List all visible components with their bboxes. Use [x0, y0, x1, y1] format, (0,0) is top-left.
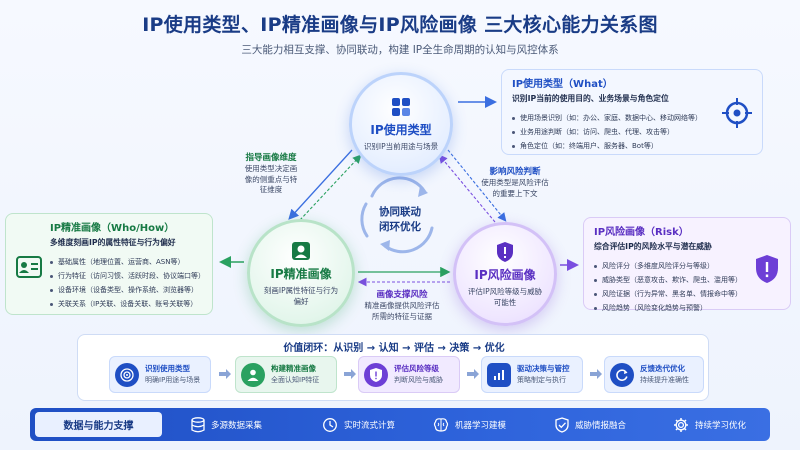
card-list: 风险评分（多维度风险评分与等级） 威胁类型（恶意攻击、欺诈、爬虫、滥用等） 风险…	[594, 259, 780, 315]
edge-usage-to-profile	[288, 149, 353, 220]
card-ip-risk-profile: IP风险画像（Risk） 综合评估IP的风险水平与潜在威胁 风险评分（多维度风险…	[583, 217, 791, 312]
card-desc: 多维度刻画IP的属性特征与行为偏好	[50, 238, 176, 247]
card-title: IP使用类型（What）	[512, 79, 613, 90]
loop-step-risk: 评估风险等级 判断风险与威胁	[358, 356, 460, 393]
footer-item-label: 持续学习优化	[695, 420, 747, 431]
list-item: 业务用途判断（如：访问、爬虫、代理、攻击等）	[512, 125, 752, 139]
list-item: 威胁类型（恶意攻击、欺诈、爬虫、滥用等）	[594, 273, 780, 287]
gear-icon	[674, 417, 688, 432]
loop-step-profile: 构建精准画像 全面认知IP特征	[235, 356, 337, 393]
arrow-right-icon	[344, 369, 356, 379]
footer-item-stream-compute: 实时流式计算	[322, 408, 395, 441]
footer-item-continuous-learning: 持续学习优化	[673, 408, 746, 441]
list-item: 使用场景识别（如：办公、家庭、数据中心、移动网络等）	[512, 111, 752, 125]
card-ip-usage-type: IP使用类型（What） 识别IP当前的使用目的、业务场景与角色定位 使用场景识…	[501, 69, 763, 155]
node-title: IP使用类型	[370, 123, 432, 137]
step-desc: 全面认知IP特征	[271, 376, 320, 384]
list-item: 风险证据（行为异常、黑名单、情报命中等）	[594, 287, 780, 301]
value-loop-title: 价值闭环：从识别 → 认知 → 评估 → 决策 → 优化	[283, 343, 505, 354]
node-ip-profile: IP精准画像 刻画IP属性特征与行为偏好	[247, 219, 355, 327]
list-item: 设备环境（设备类型、操作系统、浏览器等）	[50, 283, 202, 297]
target-icon	[722, 98, 752, 132]
node-desc: 识别IP当前用途与场景	[363, 142, 439, 151]
footer-tag: 数据与能力支撑	[35, 412, 162, 437]
apps-grid-icon	[390, 96, 412, 118]
node-ip-risk-profile: IP风险画像 评估IP风险等级与威胁可能性	[453, 222, 557, 326]
node-ip-usage-type: IP使用类型 识别IP当前用途与场景	[349, 72, 453, 176]
user-profile-icon	[241, 362, 265, 387]
radar-icon	[115, 362, 139, 387]
page-subtitle: 三大能力相互支撑、协同联动，构建 IP全生命周期的认知与风控体系	[241, 44, 559, 56]
list-item: 行为特征（访问习惯、活跃时段、协议端口等）	[50, 269, 205, 283]
arrow-right-icon	[219, 369, 231, 379]
brain-icon	[433, 417, 449, 432]
card-title: IP精准画像（Who/How）	[50, 223, 175, 234]
edge-usage-to-risk	[447, 149, 507, 222]
database-icon	[191, 416, 205, 432]
id-card-icon	[16, 256, 42, 282]
loop-step-decision: 驱动决策与管控 策略制定与执行	[481, 356, 583, 393]
edge-label-support: 画像支撑风险 精准画像提供风险评估所需的特征与证据	[356, 289, 448, 322]
edge-label-desc: 使用类型是风险评估的重要上下文	[481, 178, 549, 198]
card-list: 使用场景识别（如：办公、家庭、数据中心、移动网络等） 业务用途判断（如：访问、爬…	[512, 111, 752, 153]
step-desc: 持续提升准确性	[640, 376, 689, 384]
center-label: 协同联动闭环优化	[360, 205, 440, 235]
page-title: IP使用类型、IP精准画像与IP风险画像 三大核心能力关系图	[142, 14, 658, 36]
arrow-right-icon	[467, 369, 479, 379]
step-name: 评估风险等级	[394, 364, 439, 373]
footer-item-threat-intel: 威胁情报融合	[555, 408, 626, 441]
center-label-text: 协同联动闭环优化	[379, 206, 421, 233]
edge-risk-to-usage	[438, 154, 496, 223]
step-desc: 明确IP用途与场景	[145, 376, 201, 384]
card-ip-profile: IP精准画像（Who/How） 多维度刻画IP的属性特征与行为偏好 基础属性（地…	[5, 213, 213, 315]
footer-item-data-collection: 多源数据采集	[191, 408, 262, 441]
step-name: 构建精准画像	[271, 364, 316, 373]
footer-item-label: 威胁情报融合	[575, 420, 627, 431]
node-desc: 评估IP风险等级与威胁可能性	[467, 286, 543, 307]
footer-item-label: 多源数据采集	[211, 420, 263, 431]
footer-item-label: 机器学习建模	[455, 420, 507, 431]
warning-shield-icon	[754, 254, 780, 288]
step-name: 识别使用类型	[145, 364, 190, 373]
clock-icon	[323, 417, 337, 432]
edge-label-guide: 指导画像维度 使用类型决定画像的侧重点与特征维度	[232, 152, 310, 196]
refresh-icon	[610, 362, 634, 387]
shield-alert-icon	[364, 362, 388, 387]
chart-icon	[487, 362, 511, 387]
step-name: 驱动决策与管控	[517, 364, 570, 373]
arrow-right-icon	[590, 369, 602, 379]
node-title: IP风险画像	[474, 267, 536, 282]
edge-label-impact: 影响风险判断 使用类型是风险评估的重要上下文	[470, 166, 560, 199]
cycle-arrows-icon	[360, 176, 434, 254]
loop-step-feedback: 反馈迭代优化 持续提升准确性	[604, 356, 704, 393]
value-loop-panel: 价值闭环：从识别 → 认知 → 评估 → 决策 → 优化 识别使用类型 明确IP…	[77, 334, 709, 401]
node-title: IP精准画像	[270, 266, 332, 281]
step-name: 反馈迭代优化	[640, 364, 685, 373]
footer-item-label: 实时流式计算	[344, 420, 396, 431]
loop-step-identify: 识别使用类型 明确IP用途与场景	[109, 356, 211, 393]
card-desc: 综合评估IP的风险水平与潜在威胁	[594, 242, 712, 251]
node-desc: 刻画IP属性特征与行为偏好	[263, 285, 339, 306]
footer-item-ml-modeling: 机器学习建模	[433, 408, 506, 441]
edge-label-head: 画像支撑风险	[376, 290, 428, 300]
user-profile-icon	[290, 240, 312, 262]
card-title: IP风险画像（Risk）	[594, 227, 689, 238]
list-item: 关联关系（IP关联、设备关联、账号关联等）	[50, 297, 202, 311]
list-item: 角色定位（如：终端用户、服务器、Bot等）	[512, 139, 752, 153]
list-item: 风险趋势（风险变化趋势与预警）	[594, 301, 780, 315]
card-list: 基础属性（地理位置、运营商、ASN等） 行为特征（访问习惯、活跃时段、协议端口等…	[50, 255, 205, 311]
edge-label-head: 指导画像维度	[245, 153, 297, 163]
list-item: 风险评分（多维度风险评分与等级）	[594, 259, 780, 273]
data-support-bar: 数据与能力支撑 多源数据采集 实时流式计算 机器学习建模 威胁情报融合	[30, 408, 770, 441]
card-desc: 识别IP当前的使用目的、业务场景与角色定位	[512, 94, 669, 103]
edge-label-head: 影响风险判断	[489, 167, 541, 177]
edge-label-desc: 精准画像提供风险评估所需的特征与证据	[364, 301, 440, 321]
step-desc: 判断风险与威胁	[394, 376, 443, 384]
list-item: 基础属性（地理位置、运营商、ASN等）	[50, 255, 202, 269]
step-desc: 策略制定与执行	[517, 376, 566, 384]
shield-check-icon	[555, 416, 569, 433]
shield-alert-icon	[494, 241, 516, 263]
edge-label-desc: 使用类型决定画像的侧重点与特征维度	[244, 164, 298, 194]
